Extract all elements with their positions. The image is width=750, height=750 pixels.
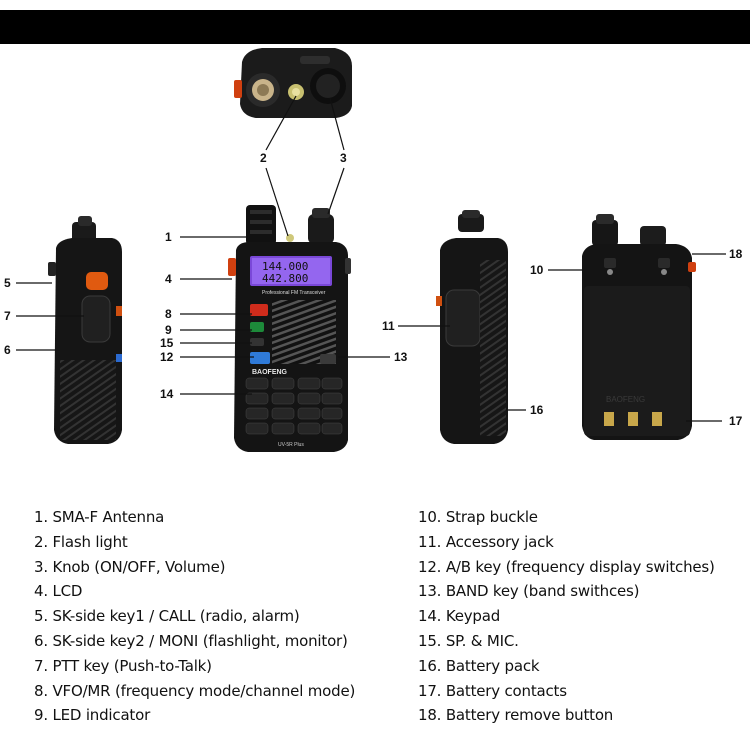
battery-pack — [584, 286, 690, 436]
callout-17: 17 — [729, 414, 743, 428]
callout-9: 9 — [165, 323, 172, 337]
callout-3: 3 — [340, 151, 347, 165]
back-brand: BAOFENG — [606, 395, 645, 404]
callout-16: 16 — [530, 403, 544, 417]
legend-left: 1. SMA-F Antenna 2. Flash light 3. Knob … — [34, 505, 394, 728]
callout-8: 8 — [165, 307, 172, 321]
vfo-mr-key — [250, 304, 268, 316]
callout-10: 10 — [530, 263, 544, 277]
callout-14: 14 — [160, 387, 174, 401]
call-key — [86, 272, 108, 290]
legend-item: 16. Battery pack — [418, 656, 540, 675]
front-brand: BAOFENG — [252, 369, 288, 376]
callout-12: 12 — [160, 350, 174, 364]
legend-item: 2. Flash light — [34, 532, 128, 551]
callout-6: 6 — [4, 343, 11, 357]
radio-front-view: 144.000 442.800 Professional FM Transcei… — [228, 205, 351, 452]
callout-18: 18 — [729, 247, 743, 261]
battery-contact — [652, 412, 662, 426]
radio-back-view: BAOFENG — [582, 214, 696, 440]
lcd-line2: 442.800 — [262, 272, 308, 285]
callout-2: 2 — [260, 151, 267, 165]
legend-item: 10. Strap buckle — [418, 508, 538, 526]
legend-item: 15. SP. & MIC. — [418, 631, 519, 650]
legend-item: 12. A/B key (frequency display switches) — [418, 557, 715, 576]
legend-item: 5. SK-side key1 / CALL (radio, alarm) — [34, 607, 300, 626]
radio-left-side-view — [48, 216, 122, 444]
legend-item: 18. Battery remove button — [418, 706, 614, 725]
legend-item: 1. SMA-F Antenna — [34, 508, 165, 526]
legend-item: 13. BAND key (band swithces) — [418, 582, 640, 601]
lcd-line1: 144.000 — [262, 260, 308, 273]
band-key — [320, 354, 336, 364]
legend-right: 10. Strap buckle 11. Accessory jack 12. … — [418, 505, 750, 728]
legend-item: 8. VFO/MR (frequency mode/channel mode) — [34, 681, 356, 700]
radio-diagram: 144.000 442.800 Professional FM Transcei… — [4, 48, 743, 452]
battery-contact — [604, 412, 614, 426]
legend-item: 11. Accessory jack — [418, 532, 554, 551]
front-model: UV-5R Plus — [278, 442, 304, 448]
legend-item: 7. PTT key (Push-to-Talk) — [34, 656, 212, 675]
callout-7: 7 — [4, 309, 11, 323]
radio-right-side-view — [436, 210, 508, 444]
callout-15: 15 — [160, 336, 174, 350]
speaker-grille — [272, 300, 336, 364]
battery-contact — [628, 412, 638, 426]
radio-top-view — [234, 48, 352, 118]
leader-lines — [16, 95, 726, 422]
legend-item: 17. Battery contacts — [418, 681, 567, 700]
ptt-key — [81, 295, 111, 343]
legend-item: 9. LED indicator — [34, 706, 151, 725]
led-indicator — [250, 322, 264, 332]
top-black-banner — [0, 10, 750, 44]
accessory-jack-cover — [445, 289, 481, 347]
callout-13: 13 — [394, 350, 408, 364]
callout-11: 11 — [382, 319, 395, 333]
callout-5: 5 — [4, 276, 11, 290]
legend-item: 6. SK-side key2 / MONI (flashlight, moni… — [34, 631, 348, 650]
legend-item: 3. Knob (ON/OFF, Volume) — [34, 557, 226, 576]
ab-key — [250, 352, 270, 364]
callout-4: 4 — [165, 272, 172, 286]
legend-item: 4. LCD — [34, 582, 83, 601]
front-header-text: Professional FM Transceiver — [262, 290, 326, 296]
callout-1: 1 — [165, 230, 172, 244]
keypad — [245, 377, 343, 435]
legend-item: 14. Keypad — [418, 607, 501, 626]
